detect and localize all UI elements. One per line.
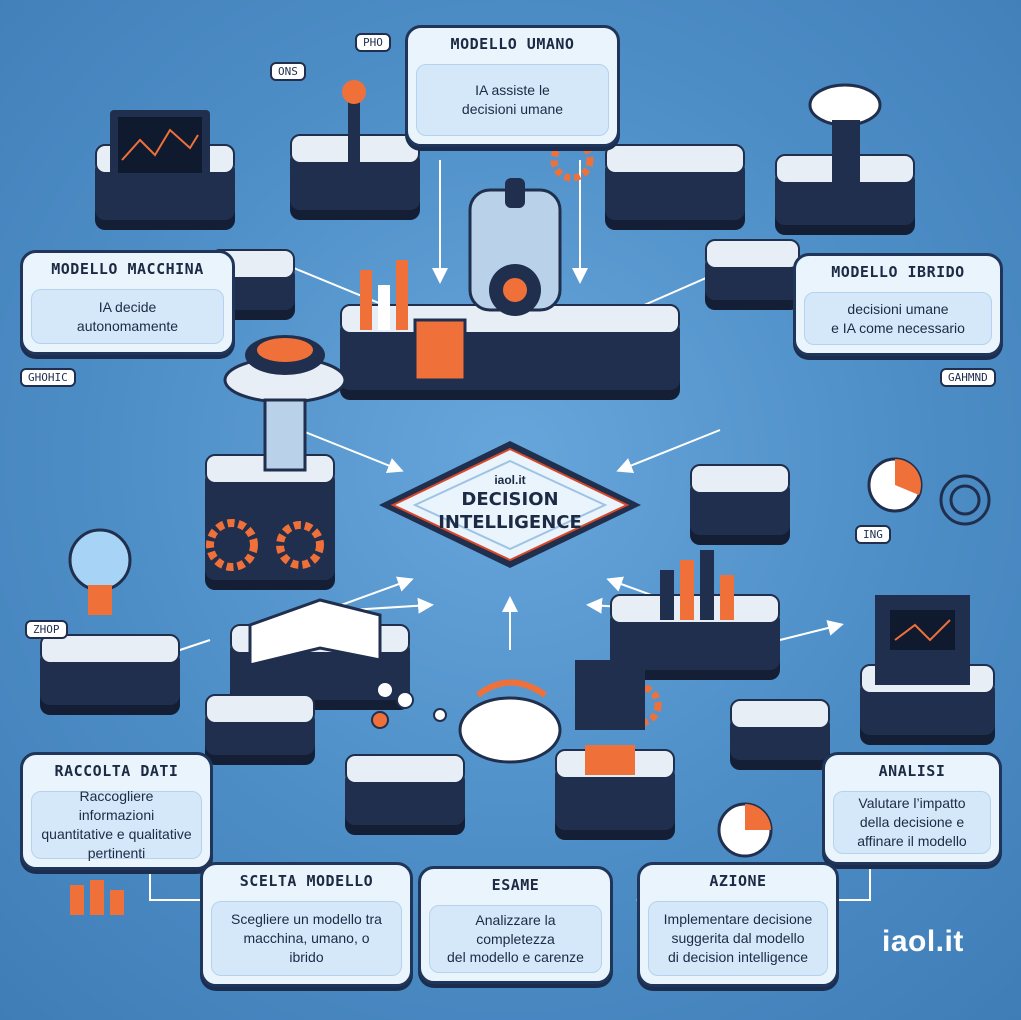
card-scelta-modello: SCELTA MODELLO Scegliere un modello tra …: [200, 862, 413, 987]
card-title: SCELTA MODELLO: [239, 872, 374, 890]
card-title: MODELLO MACCHINA: [51, 260, 204, 278]
analytics-block: [690, 464, 790, 535]
card-text: Valutare l’impatto della decisione e aff…: [833, 791, 991, 854]
center-title: DECISION INTELLIGENCE: [438, 489, 582, 533]
center-diamond: [379, 441, 641, 568]
small-block-bottom: [205, 694, 315, 755]
ons-tag: ONS: [270, 62, 306, 81]
card-azione: AZIONE Implementare decisione suggerita …: [637, 862, 839, 987]
card-esame: ESAME Analizzare la completezza del mode…: [418, 866, 613, 984]
chip-block-right: [705, 239, 800, 300]
footer-brand: iaol.it: [882, 925, 964, 958]
team-block: [345, 754, 465, 825]
center-hub: iaol.it DECISION INTELLIGENCE: [355, 425, 665, 585]
card-modello-ibrido: MODELLO IBRIDO decisioni umane e IA come…: [793, 253, 1003, 356]
card-text: decisioni umane e IA come necessario: [804, 292, 992, 345]
card-modello-macchina: MODELLO MACCHINA IA decide autonomamente: [20, 250, 235, 355]
card-text: IA decide autonomamente: [31, 289, 224, 344]
card-text: Raccogliere informazioni quantitative e …: [31, 788, 202, 861]
card-title: ANALISI: [878, 762, 946, 780]
card-text: IA assiste le decisioni umane: [416, 64, 609, 136]
zhop-tag: ZHOP: [25, 620, 68, 639]
server-block-umano: [605, 144, 745, 220]
card-title: MODELLO IBRIDO: [831, 263, 965, 281]
card-raccolta-dati: RACCOLTA DATI Raccogliere informazioni q…: [20, 752, 213, 870]
card-title: AZIONE: [709, 872, 767, 890]
card-text: Analizzare la completezza del modello e …: [429, 905, 602, 973]
card-modello-umano: MODELLO UMANO IA assiste le decisioni um…: [405, 25, 620, 147]
center-brand: iaol.it: [494, 473, 526, 487]
card-text: Scegliere un modello tra macchina, umano…: [211, 901, 402, 976]
gahmnd-tag: GAHMND: [940, 368, 996, 387]
card-title: MODELLO UMANO: [450, 35, 575, 53]
ing-tag: ING: [855, 525, 891, 544]
card-title: RACCOLTA DATI: [54, 762, 179, 780]
small-block-right: [730, 699, 830, 760]
card-text: Implementare decisione suggerita dal mod…: [648, 901, 828, 976]
pho-tag: PHO: [355, 33, 391, 52]
ghohic-tag: GHOHIC: [20, 368, 76, 387]
cpu-block: [40, 634, 180, 705]
card-analisi: ANALISI Valutare l’impatto della decisio…: [822, 752, 1002, 865]
card-title: ESAME: [491, 876, 540, 894]
